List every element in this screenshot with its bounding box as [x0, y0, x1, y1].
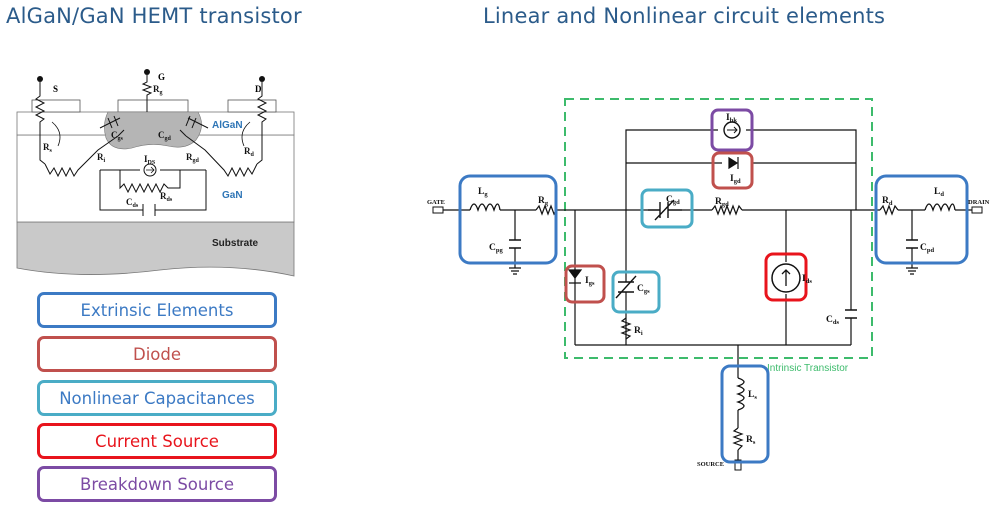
terminal-g-dot — [144, 69, 150, 75]
rd-resistor-icon — [879, 204, 899, 216]
extrinsic-drain-box — [874, 174, 969, 265]
legend-extrinsic-elements: Extrinsic Elements — [37, 292, 277, 328]
cgs-label: Cgs — [637, 284, 650, 295]
device-rd-label: Rd — [244, 146, 255, 158]
cds-capacitor-icon — [845, 309, 857, 319]
source-terminal — [734, 459, 742, 471]
extrinsic-source-box — [720, 364, 770, 464]
ibk-source-icon — [723, 121, 741, 139]
source-label: SOURCE — [697, 461, 724, 468]
breakdown-box — [710, 108, 754, 152]
cgd-capacitance-box — [640, 188, 694, 229]
ri-resistor-icon — [620, 317, 632, 340]
legend-current-source: Current Source — [37, 423, 277, 459]
device-rg-label: Rg — [153, 84, 163, 96]
cgs-capacitance-box — [611, 270, 661, 314]
device-ids-label: IDS — [144, 154, 156, 166]
cgs-capacitor-icon — [615, 275, 637, 299]
ls-label: Ls — [748, 390, 757, 401]
rg-resistor-icon — [535, 204, 557, 216]
terminal-d-dot — [259, 76, 265, 82]
drain-label: DRAIN — [968, 199, 990, 206]
cpg-capacitor-icon — [509, 239, 521, 249]
terminal-s-dot — [37, 76, 43, 82]
ids-source-icon — [771, 263, 801, 293]
rs-label: Rs — [746, 435, 756, 446]
lg-inductor-icon — [469, 203, 501, 213]
ibk-label: Ibk — [726, 113, 737, 124]
gan-label: GaN — [222, 190, 243, 201]
ls-inductor-icon — [735, 377, 745, 411]
terminal-g-label: G — [158, 72, 165, 82]
ld-inductor-icon — [924, 203, 956, 213]
igs-diode-icon — [567, 269, 583, 284]
gate-terminal — [432, 206, 444, 214]
legend-diode: Diode — [37, 336, 277, 372]
terminal-d-label: D — [255, 84, 262, 94]
terminal-s-label: S — [53, 84, 58, 94]
drain-contact — [227, 99, 277, 113]
substrate-layer — [16, 221, 295, 277]
igd-label: Igd — [730, 174, 741, 185]
igd-diode-icon — [728, 156, 739, 170]
ri-label: Ri — [634, 326, 643, 337]
device-cds-label: Cds — [126, 197, 139, 209]
igs-diode-box — [564, 264, 606, 304]
cgd-label: Cgd — [666, 195, 680, 206]
substrate-label: Substrate — [212, 238, 259, 249]
device-cgd-label: Cgd — [158, 130, 172, 142]
left-title: AlGaN/GaN HEMT transistor — [6, 4, 302, 28]
rgd-label: Rgd — [715, 197, 729, 208]
device-rgd-label: Rgd — [186, 152, 200, 164]
rg-label: Rg — [538, 196, 549, 207]
lg-label: Lg — [478, 187, 488, 198]
source-contact — [31, 99, 81, 113]
extrinsic-gate-box — [458, 174, 558, 265]
ids-label: Ids — [802, 274, 812, 285]
igs-label: Igs — [585, 276, 595, 287]
right-title: Linear and Nonlinear circuit elements — [483, 4, 886, 28]
gate-label: GATE — [427, 199, 445, 206]
intrinsic-transistor-label: Intrinsic Transistor — [767, 363, 849, 374]
algan-label: AlGaN — [212, 120, 243, 131]
rgd-resistor-icon — [711, 204, 743, 216]
hemt-cross-section: Substrate GaN AlGaN S G D Rg Cgs Cgd — [16, 69, 295, 277]
rd-label: Rd — [882, 196, 893, 207]
cpg-label: Cpg — [489, 243, 503, 254]
intrinsic-transistor-box — [564, 98, 873, 359]
drain-terminal — [971, 206, 983, 214]
cpd-label: Cpd — [920, 243, 934, 254]
cpd-capacitor-icon — [906, 239, 918, 249]
gate-contact — [117, 99, 189, 113]
cds-label: Cds — [826, 315, 839, 326]
legend-breakdown-source: Breakdown Source — [37, 466, 277, 502]
cgd-capacitor-icon — [648, 199, 682, 221]
depletion-region — [104, 111, 202, 150]
legend-nonlinear-capacitances: Nonlinear Capacitances — [37, 380, 277, 416]
device-cgs-label: Cgs — [111, 130, 124, 142]
ids-current-box — [764, 252, 808, 302]
rs-resistor-icon — [732, 427, 744, 451]
device-rs-label: Rs — [43, 142, 53, 154]
ld-label: Ld — [934, 187, 944, 198]
device-ri-label: Ri — [97, 152, 106, 164]
device-rds-label: Rds — [160, 191, 173, 203]
igd-diode-box — [711, 151, 754, 190]
